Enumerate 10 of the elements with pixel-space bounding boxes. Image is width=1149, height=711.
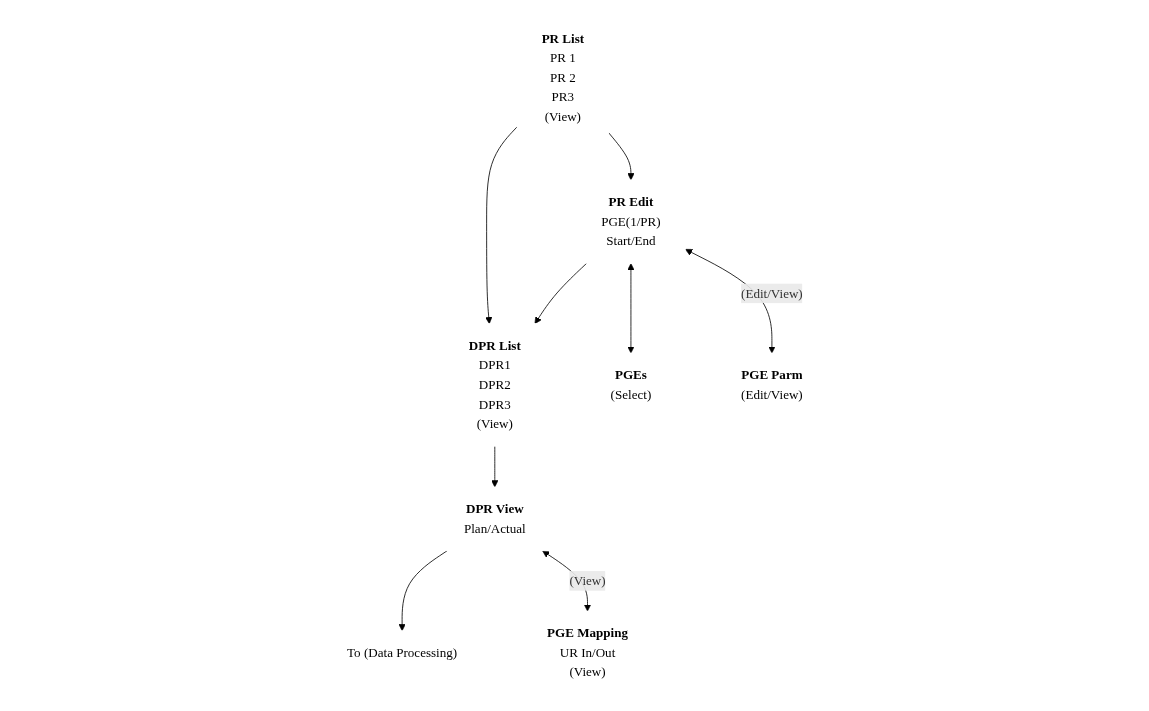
node-text: PGEs (Select) xyxy=(610,367,651,402)
edge-label: (View) xyxy=(569,573,606,588)
node-text: PR List PR 1 PR 2 PR3 (View) xyxy=(541,31,584,124)
edge-label: (Edit/View) xyxy=(740,286,803,300)
node-text: PGE Parm (Edit/View) xyxy=(740,367,803,402)
node-text: To (Data Processing) xyxy=(346,645,457,660)
node-text: PGE Mapping UR In/Out (View) xyxy=(546,625,628,679)
node-text: PR Edit PGE(1/PR) Start/End xyxy=(600,194,661,248)
node-text: DPR View Plan/Actual xyxy=(463,501,526,536)
node-text: DPR List DPR1 DPR2 DPR3 (View) xyxy=(468,338,521,431)
